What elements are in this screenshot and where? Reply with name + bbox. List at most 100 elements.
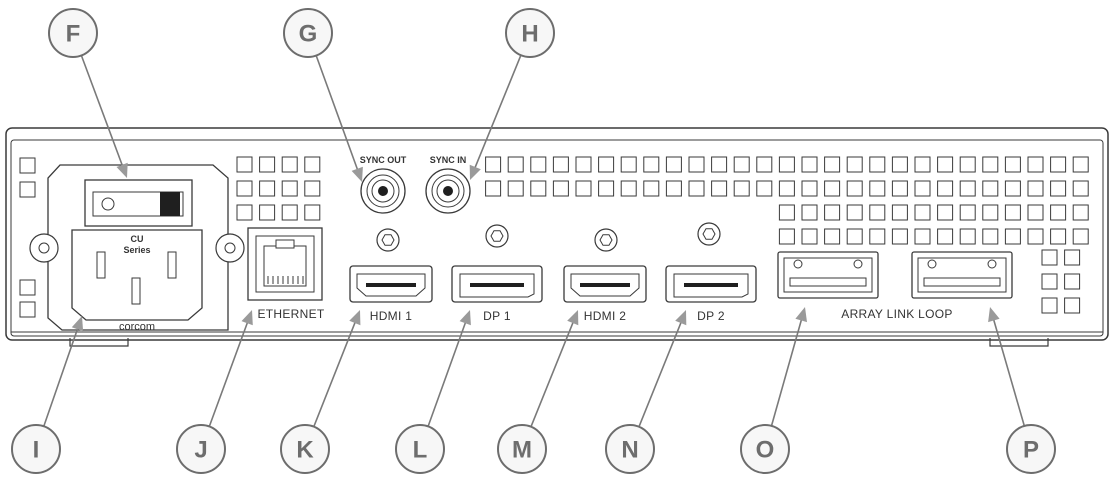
callout-circle (283, 8, 333, 58)
vent-hole (1064, 297, 1081, 314)
hdmi-1-port[interactable]: HDMI 1 (349, 265, 433, 323)
arrowhead-icon (988, 307, 1000, 323)
vent-hole (824, 204, 841, 221)
dp-1-port[interactable]: DP 1 (451, 265, 543, 323)
vent-hole (1050, 156, 1067, 173)
vent-hole (1004, 156, 1021, 173)
arrowhead-icon (116, 162, 128, 178)
leader-line-power-switch (80, 55, 125, 169)
callout-circle (505, 8, 555, 58)
leader-line-dp-2 (638, 319, 684, 427)
vent-hole (19, 157, 36, 174)
vent-hole (756, 156, 773, 173)
vent-hole (801, 204, 818, 221)
vent-hole (778, 204, 795, 221)
vent-hole (19, 279, 36, 296)
vent-hole (846, 228, 863, 245)
vent-hole (801, 156, 818, 173)
vent-hole (937, 204, 954, 221)
vent-hole (1004, 180, 1021, 197)
vent-hole (937, 180, 954, 197)
vent-hole (259, 204, 276, 221)
vent-hole (304, 180, 321, 197)
vent-hole (801, 180, 818, 197)
vent-hole (869, 228, 886, 245)
callout-h: H (505, 8, 555, 58)
vent-hole (824, 180, 841, 197)
array-link-port-1[interactable] (777, 251, 879, 299)
vent-hole (530, 180, 547, 197)
vent-hole (914, 156, 931, 173)
vent-hole (552, 180, 569, 197)
ventilation-grid (19, 156, 1089, 318)
vent-hole (507, 156, 524, 173)
callout-letter: L (413, 437, 428, 464)
arrowhead-icon (71, 316, 84, 332)
callout-j: J (176, 424, 226, 474)
vent-hole (824, 228, 841, 245)
callout-letter: I (33, 437, 40, 464)
vent-hole (598, 180, 615, 197)
vent-hole (236, 156, 253, 173)
leader-line-dp-1 (427, 319, 468, 427)
vent-hole (1041, 297, 1058, 314)
vent-hole (1050, 180, 1067, 197)
vent-hole (281, 204, 298, 221)
hdmi-2-port[interactable]: HDMI 2 (563, 265, 647, 323)
vent-hole (959, 156, 976, 173)
inlet-series-line1: CU (131, 234, 144, 244)
callout-letter: M (512, 437, 532, 464)
vent-hole (982, 180, 999, 197)
hdmi-2-label: HDMI 2 (584, 309, 626, 323)
callout-circle (280, 424, 330, 474)
vent-hole (982, 204, 999, 221)
callout-leaders (43, 54, 1026, 427)
vent-hole (552, 156, 569, 173)
leader-line-sync-out (315, 55, 360, 173)
callout-m: M (497, 424, 547, 474)
vent-hole (1004, 228, 1021, 245)
vent-hole (869, 156, 886, 173)
vent-hole (485, 156, 502, 173)
vent-hole (1064, 249, 1081, 266)
vent-hole (236, 204, 253, 221)
vent-hole (1027, 156, 1044, 173)
vent-hole (1072, 156, 1089, 173)
dp-1-label: DP 1 (483, 309, 511, 323)
callout-l: L (395, 424, 445, 474)
vent-hole (665, 180, 682, 197)
leader-line-hdmi-1 (313, 319, 358, 427)
vent-hole (891, 156, 908, 173)
dp-2-port[interactable]: DP 2 (665, 265, 757, 323)
vent-hole (643, 180, 660, 197)
callout-letter: K (296, 437, 314, 464)
sync-in-connector[interactable]: SYNC IN (425, 155, 471, 214)
vent-hole (1027, 204, 1044, 221)
screw-icon (697, 222, 721, 246)
callout-letter: J (194, 437, 207, 464)
vent-hole (733, 180, 750, 197)
vent-hole (1004, 204, 1021, 221)
vent-hole (665, 156, 682, 173)
callout-k: K (280, 424, 330, 474)
vent-hole (530, 156, 547, 173)
callout-o: O (740, 424, 790, 474)
ethernet-port[interactable]: ETHERNET (247, 227, 325, 321)
inlet-series-line2: Series (123, 245, 150, 255)
arrowhead-icon (675, 310, 687, 326)
sync-out-connector[interactable]: SYNC OUT (360, 155, 407, 214)
array-link-port-2[interactable] (911, 251, 1013, 299)
vent-hole (711, 180, 728, 197)
callout-letter: P (1023, 437, 1039, 464)
vent-hole (846, 156, 863, 173)
vent-hole (1064, 273, 1081, 290)
vent-hole (19, 181, 36, 198)
vent-hole (485, 180, 502, 197)
switch-rocker (160, 192, 180, 216)
arrowhead-icon (351, 166, 363, 182)
dp-2-label: DP 2 (697, 309, 725, 323)
hdmi-1-label: HDMI 1 (370, 309, 412, 323)
callout-g: G (283, 8, 333, 58)
callout-letter: O (756, 437, 775, 464)
